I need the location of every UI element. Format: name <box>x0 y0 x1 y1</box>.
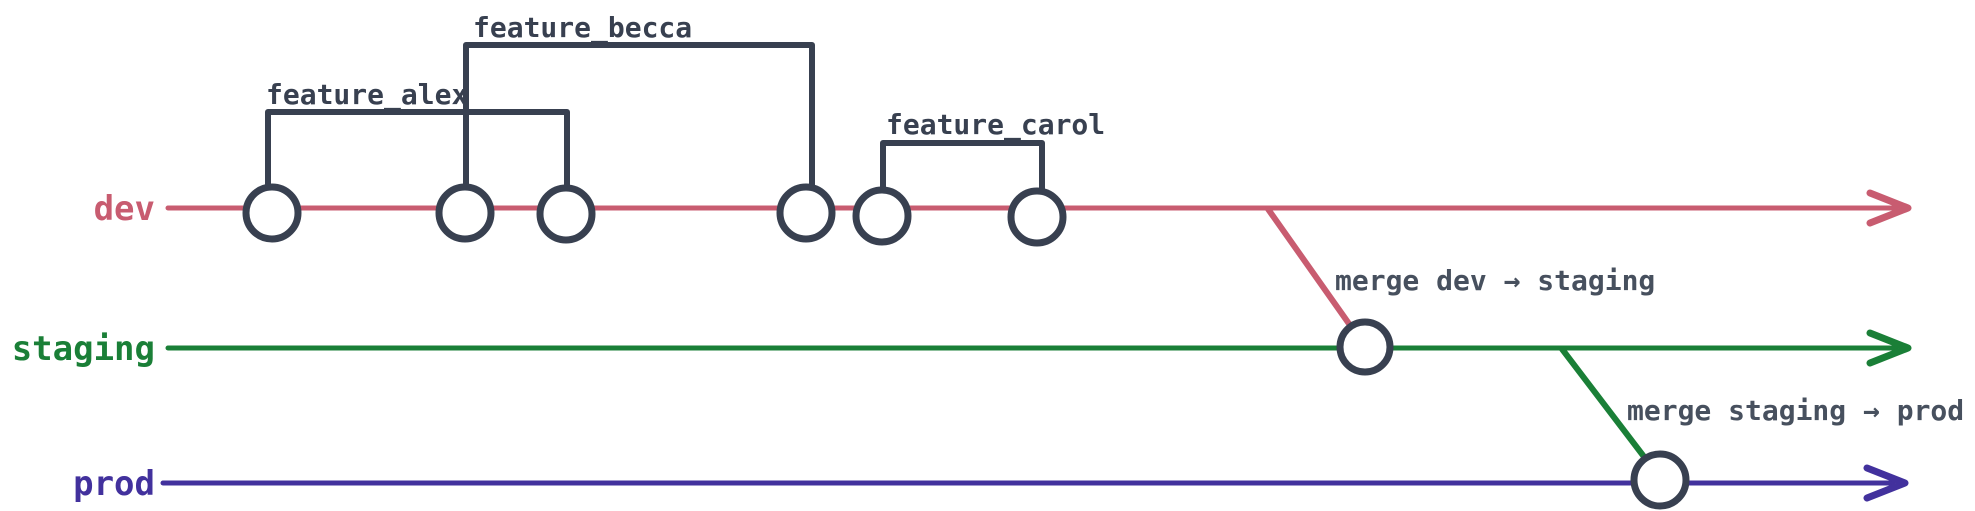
branch-staging: staging <box>12 329 1912 369</box>
branch-label-dev: dev <box>94 189 155 229</box>
feature-label-alex: feature_alex <box>266 78 468 111</box>
dev-commits <box>242 183 1067 247</box>
commit-node-dev-6 <box>1007 187 1067 247</box>
branch-dev: dev <box>94 189 1912 229</box>
branch-label-prod: prod <box>73 464 155 504</box>
feature-becca: feature_becca <box>463 11 815 190</box>
dev-arrowhead-icon <box>1866 189 1912 227</box>
commit-node-dev-1 <box>242 183 302 243</box>
feature-alex: feature_alex <box>265 78 570 191</box>
commit-node-dev-4 <box>776 183 836 243</box>
merge-staging-to-prod: merge staging → prod <box>1559 346 1964 461</box>
commit-node-dev-3 <box>536 184 596 244</box>
commit-node-dev-2 <box>435 183 495 243</box>
feature-carol-bracket <box>880 140 1045 194</box>
merge-commit-prod <box>1630 450 1690 510</box>
merge-label-staging-prod: merge staging → prod <box>1627 394 1964 427</box>
feature-label-becca: feature_becca <box>473 11 692 44</box>
merge-dev-staging-diagonal <box>1265 206 1355 331</box>
feature-carol: feature_carol <box>880 108 1105 194</box>
commit-node-dev-5 <box>852 186 912 246</box>
merge-label-dev-staging: merge dev → staging <box>1335 264 1655 297</box>
merge-dev-to-staging: merge dev → staging <box>1265 206 1655 331</box>
merge-staging-prod-diagonal <box>1559 346 1648 461</box>
branch-prod: prod <box>73 464 1909 504</box>
branch-label-staging: staging <box>12 329 155 369</box>
feature-alex-bracket <box>265 109 570 191</box>
merge-commit-staging <box>1336 318 1394 376</box>
feature-label-carol: feature_carol <box>886 108 1105 141</box>
prod-arrowhead-icon <box>1863 464 1909 502</box>
feature-becca-bracket <box>463 42 815 190</box>
staging-arrowhead-icon <box>1866 329 1912 367</box>
